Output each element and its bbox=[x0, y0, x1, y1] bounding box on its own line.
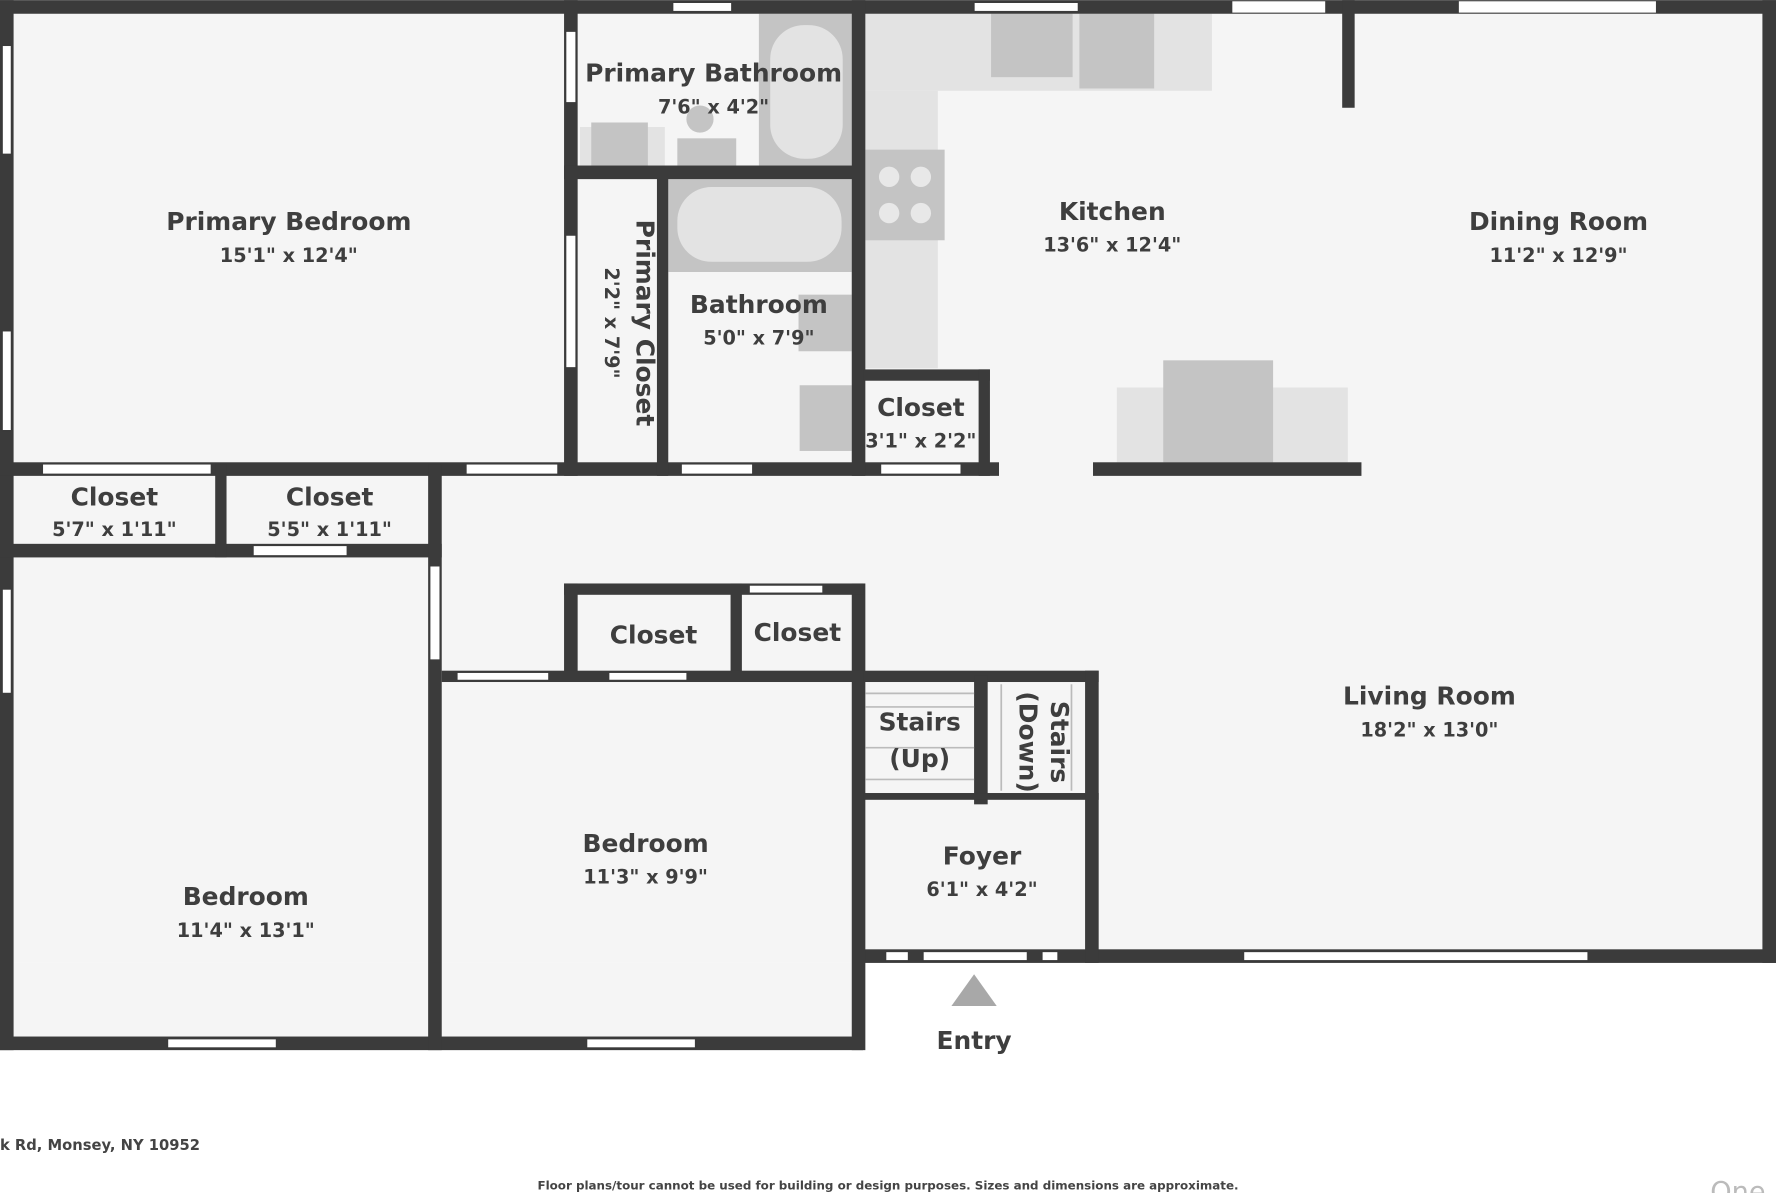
windows bbox=[1, 1, 1656, 1049]
room-dims-living-room: 18'2" x 13'0" bbox=[1360, 718, 1498, 741]
room-name-closet-3: Closet bbox=[610, 621, 698, 650]
fixtures bbox=[579, 13, 1348, 463]
room-name-primary-closet: Primary Closet bbox=[631, 220, 660, 427]
room-name-bedroom-2: Bedroom bbox=[583, 829, 709, 858]
room-dims-primary-bedroom: 15'1" x 12'4" bbox=[220, 244, 358, 267]
room-name-kitchen: Kitchen bbox=[1059, 197, 1166, 226]
stairs-treads bbox=[865, 684, 1073, 791]
room-name-stairs-up: Stairs bbox=[879, 708, 961, 737]
room-name-dining-room: Dining Room bbox=[1469, 207, 1648, 236]
room-name-primary-bathroom: Primary Bathroom bbox=[585, 59, 842, 88]
entry-label: Entry bbox=[936, 1026, 1011, 1055]
room-dims-kitchen: 13'6" x 12'4" bbox=[1043, 234, 1181, 257]
room-dims-foyer: 6'1" x 4'2" bbox=[926, 878, 1037, 901]
room-name-living-room: Living Room bbox=[1343, 682, 1516, 711]
room-name-closet-kitchen: Closet bbox=[877, 393, 965, 422]
room-dims-closet-kitchen: 3'1" x 2'2" bbox=[865, 430, 976, 453]
room-name-closet-1: Closet bbox=[71, 482, 159, 511]
room-dims-closet-1: 5'7" x 1'11" bbox=[52, 518, 177, 541]
room-name-foyer: Foyer bbox=[943, 841, 1022, 870]
room-dims-primary-bathroom: 7'6" x 4'2" bbox=[658, 95, 769, 118]
room-name-bedroom-1: Bedroom bbox=[183, 882, 309, 911]
room-dims-primary-closet: 2'2" x 7'9" bbox=[600, 267, 623, 378]
room-name-closet-2: Closet bbox=[286, 482, 374, 511]
room-dims-bathroom: 5'0" x 7'9" bbox=[703, 326, 814, 349]
room-dims-bedroom-2: 11'3" x 9'9" bbox=[583, 866, 708, 889]
room-name-primary-bedroom: Primary Bedroom bbox=[166, 207, 411, 236]
room-dims-dining-room: 11'2" x 12'9" bbox=[1490, 244, 1628, 267]
address: k Rd, Monsey, NY 10952 bbox=[0, 1137, 200, 1154]
room-dims-closet-2: 5'5" x 1'11" bbox=[267, 518, 392, 541]
room-dims-bedroom-1: 11'4" x 13'1" bbox=[177, 919, 315, 942]
entry-arrow-icon bbox=[951, 974, 997, 1006]
room-name-bathroom: Bathroom bbox=[690, 290, 828, 319]
room-sub-stairs-up: (Up) bbox=[889, 744, 950, 773]
room-sub-stairs-down: (Down) bbox=[1013, 691, 1042, 792]
disclaimer: Floor plans/tour cannot be used for buil… bbox=[537, 1178, 1238, 1192]
room-name-closet-4: Closet bbox=[754, 618, 842, 647]
room-name-stairs-down: Stairs bbox=[1045, 701, 1074, 783]
logo: One bbox=[1710, 1177, 1765, 1193]
